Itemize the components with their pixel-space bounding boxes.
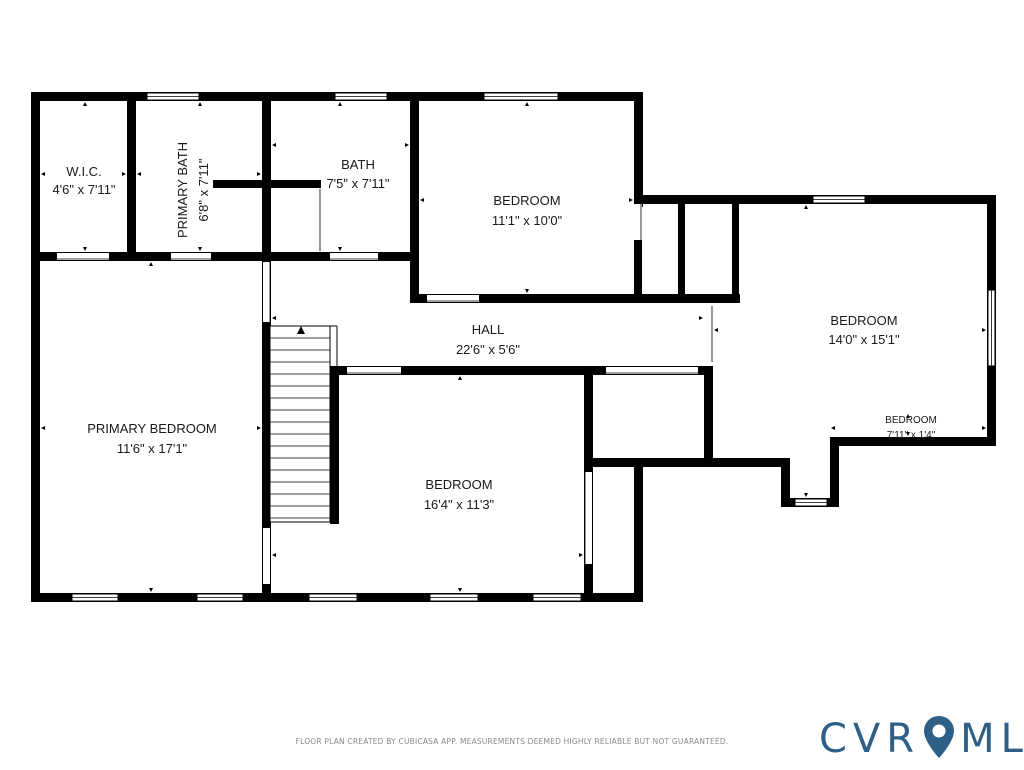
cvrmls-logo: CVR MLS: [819, 714, 1024, 764]
bedroom1-bottom: [410, 294, 740, 303]
door-jambs: [57, 189, 713, 564]
bedroom3-size: 7'11" x 1'4": [887, 430, 936, 441]
wall-right-upper: [634, 92, 643, 207]
bath-size: 7'5" x 7'11": [326, 176, 389, 191]
bedroom2-name: BEDROOM: [830, 313, 897, 328]
bath-divider: [262, 92, 271, 260]
hall-name: HALL: [472, 322, 505, 337]
stair-right: [330, 366, 339, 524]
dimension-markers: [41, 102, 986, 592]
top-row-bottom: [31, 252, 419, 261]
bay-right: [830, 437, 839, 507]
closet-divider-a: [678, 204, 685, 302]
bedroom1-name: BEDROOM: [493, 193, 560, 208]
map-pin-icon: [922, 714, 956, 760]
bedroom4-size: 16'4" x 11'3": [424, 497, 495, 512]
wing-left-lower: [704, 366, 713, 466]
bedroom2-size: 14'0" x 15'1": [828, 332, 900, 347]
staircase: [269, 325, 338, 523]
bath-bedroom-divider: [410, 92, 419, 302]
wing-bottom: [830, 437, 996, 446]
room-labels: W.I.C. 4'6" x 7'11" PRIMARY BATH 6'8" x …: [52, 142, 936, 512]
primary-bedroom-name: PRIMARY BEDROOM: [87, 421, 217, 436]
bedroom3-name: BEDROOM: [885, 415, 937, 426]
closet-divider-b: [732, 204, 739, 302]
bedroom1-size: 11'1" x 10'0": [492, 213, 563, 228]
lower-right-wall: [634, 458, 643, 602]
wic-name: W.I.C.: [66, 164, 101, 179]
primary-bedroom-right: [262, 252, 271, 602]
primary-bath-size: 6'8" x 7'11": [196, 158, 211, 221]
logo-text-left: CVR: [819, 716, 921, 762]
bay-left: [781, 458, 790, 507]
hall-bottom: [330, 366, 710, 375]
disclaimer-text: FLOOR PLAN CREATED BY CUBICASA APP. MEAS…: [295, 737, 729, 746]
primary-bedroom-size: 11'6" x 17'1": [117, 441, 188, 456]
wic-divider: [127, 92, 136, 260]
logo-text-right: MLS: [960, 716, 1024, 762]
stair-arrow-icon: [297, 326, 305, 334]
wall-left: [31, 92, 40, 602]
primary-bath-name: PRIMARY BATH: [175, 142, 190, 238]
door-openings: [57, 189, 712, 584]
closet-bottom: [584, 458, 644, 467]
wic-size: 4'6" x 7'11": [52, 182, 115, 197]
bath-inner-wall: [213, 180, 321, 188]
bath-name: BATH: [341, 157, 375, 172]
hall-size: 22'6" x 5'6": [456, 342, 520, 357]
windows: [71, 92, 996, 602]
bedroom4-name: BEDROOM: [425, 477, 492, 492]
closet-divider-c: [634, 240, 642, 302]
